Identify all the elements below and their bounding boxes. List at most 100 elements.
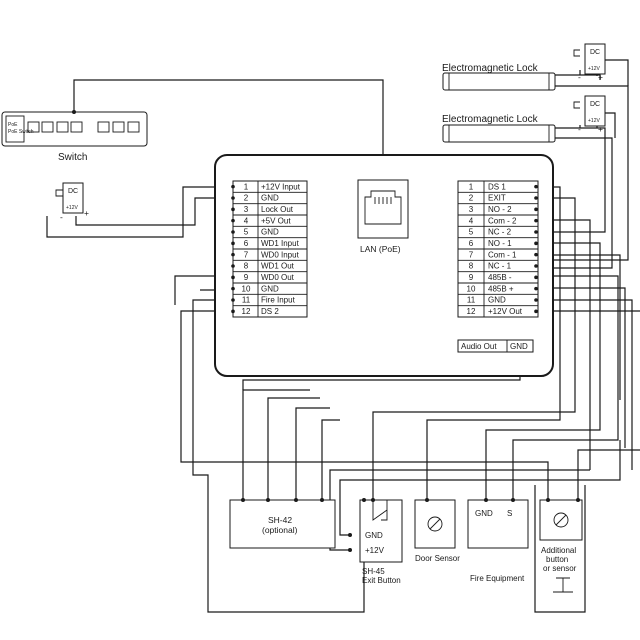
audio-connector: Audio Out GND <box>457 339 534 353</box>
right-terminal-label: EXIT <box>488 194 506 203</box>
left-terminal-label: WD1 Input <box>261 239 300 248</box>
left-terminal-label: GND <box>261 284 279 293</box>
left-terminal-pin <box>231 207 235 212</box>
right-terminal-label: Com - 2 <box>488 216 517 225</box>
lock-1-dc: DC <box>590 49 600 56</box>
left-terminal-pin <box>231 196 235 200</box>
left-terminal-pin <box>231 218 235 223</box>
right-terminal-pin <box>534 252 538 257</box>
sh45-gnd: GND <box>365 531 383 540</box>
left-terminal-label: Lock Out <box>261 205 294 214</box>
left-terminal-pin <box>231 252 235 257</box>
right-terminal-number: 6 <box>469 239 474 248</box>
left-terminal-number: 10 <box>242 284 251 293</box>
left-terminal-number: 12 <box>242 307 251 316</box>
right-terminal-pin <box>534 286 538 291</box>
right-terminal-number: 3 <box>469 205 474 214</box>
left-terminal-label: GND <box>261 194 279 203</box>
left-terminal-pin <box>231 286 235 291</box>
fire-label: Fire Equipment <box>470 574 525 583</box>
sh45-exit-button: GND +12V SH-45 Exit Button <box>348 498 403 585</box>
switch-label: Switch <box>58 152 87 163</box>
right-terminal-number: 8 <box>469 262 474 271</box>
audio-gnd-label: GND <box>510 342 528 351</box>
audio-out-label: Audio Out <box>461 342 497 351</box>
left-terminal-number: 11 <box>242 296 251 305</box>
left-terminal-pin <box>231 264 235 268</box>
left-terminal-pin <box>231 230 235 234</box>
lock-2-label: Electromagnetic Lock <box>442 114 539 125</box>
additional-line3: or sensor <box>543 564 577 573</box>
right-terminal-pin <box>534 218 538 223</box>
right-terminal-number: 9 <box>469 273 474 282</box>
fire-gnd: GND <box>475 509 493 518</box>
right-terminal-label: Com - 1 <box>488 250 517 259</box>
right-terminal-label: NO - 1 <box>488 239 512 248</box>
svg-text:-: - <box>578 72 581 82</box>
fire-equipment: GND S Fire Equipment <box>467 498 529 583</box>
right-terminal-label: NO - 2 <box>488 205 512 214</box>
left-terminal-pin <box>231 275 235 280</box>
svg-text:+: + <box>598 124 603 134</box>
left-terminal-number: 9 <box>244 273 249 282</box>
svg-text:-: - <box>60 212 63 222</box>
power-supply-left: DC +12V - + <box>55 182 89 222</box>
right-terminal-number: 4 <box>469 216 474 225</box>
svg-text:+: + <box>84 208 89 218</box>
lock-2-dc: DC <box>590 101 600 108</box>
lock-2-volts: +12V <box>588 118 600 124</box>
right-terminal-label: 485B + <box>488 284 514 293</box>
left-terminal-pin <box>231 241 235 246</box>
right-terminal-number: 11 <box>467 296 476 305</box>
electromagnetic-lock-1: Electromagnetic Lock DC +12V - + <box>442 43 606 91</box>
right-terminal-pin <box>534 298 538 302</box>
left-terminal-number: 7 <box>244 250 249 259</box>
left-terminal-label: +12V Input <box>261 182 301 191</box>
left-terminal-number: 6 <box>244 239 249 248</box>
svg-text:+: + <box>598 72 603 82</box>
left-terminal-label: WD0 Out <box>261 273 295 282</box>
right-terminal-label: +12V Out <box>488 307 523 316</box>
right-terminal-pin <box>534 184 538 189</box>
left-terminal-label: WD0 Input <box>261 250 300 259</box>
lock-1-volts: +12V <box>588 66 600 72</box>
right-terminal-pin <box>534 241 538 246</box>
switch-badge-line2: PoE Switch <box>8 129 34 135</box>
left-terminal-label: WD1 Out <box>261 262 295 271</box>
right-terminal-pin <box>534 264 538 268</box>
left-terminal-pin <box>231 298 235 302</box>
left-terminal-number: 3 <box>244 205 249 214</box>
right-terminal-pin <box>534 230 538 234</box>
right-terminal-number: 5 <box>469 228 474 237</box>
fire-s: S <box>507 509 512 518</box>
psu-dc: DC <box>68 188 78 195</box>
sh45-sub: Exit Button <box>362 576 401 585</box>
additional-line1: Additional <box>541 546 576 555</box>
lan-port: LAN (PoE) <box>357 179 409 254</box>
psu-volts: +12V <box>66 205 78 211</box>
right-terminal-pin <box>534 309 538 314</box>
door-sensor: Door Sensor <box>414 498 460 563</box>
right-terminal-number: 10 <box>467 284 476 293</box>
left-terminal-number: 1 <box>244 182 249 191</box>
right-terminal-number: 2 <box>469 194 474 203</box>
additional-line2: button <box>546 555 568 564</box>
left-terminal-number: 2 <box>244 194 249 203</box>
right-terminal-number: 7 <box>469 250 474 259</box>
right-terminal-pin <box>534 275 538 280</box>
left-terminal-label: Fire Input <box>261 296 296 305</box>
svg-text:-: - <box>578 124 581 134</box>
left-terminal-pin <box>231 184 235 189</box>
right-terminal-label: NC - 1 <box>488 262 512 271</box>
left-terminal-label: +5V Out <box>261 216 291 225</box>
right-terminal-pin <box>534 196 538 200</box>
door-sensor-label: Door Sensor <box>415 554 460 563</box>
lock-1-label: Electromagnetic Lock <box>442 63 539 74</box>
right-terminal-number: 12 <box>467 307 476 316</box>
sh42-name: SH-42 <box>268 515 292 525</box>
right-terminal-label: GND <box>488 296 506 305</box>
lan-label: LAN (PoE) <box>360 244 401 254</box>
right-terminal-label: NC - 2 <box>488 228 512 237</box>
